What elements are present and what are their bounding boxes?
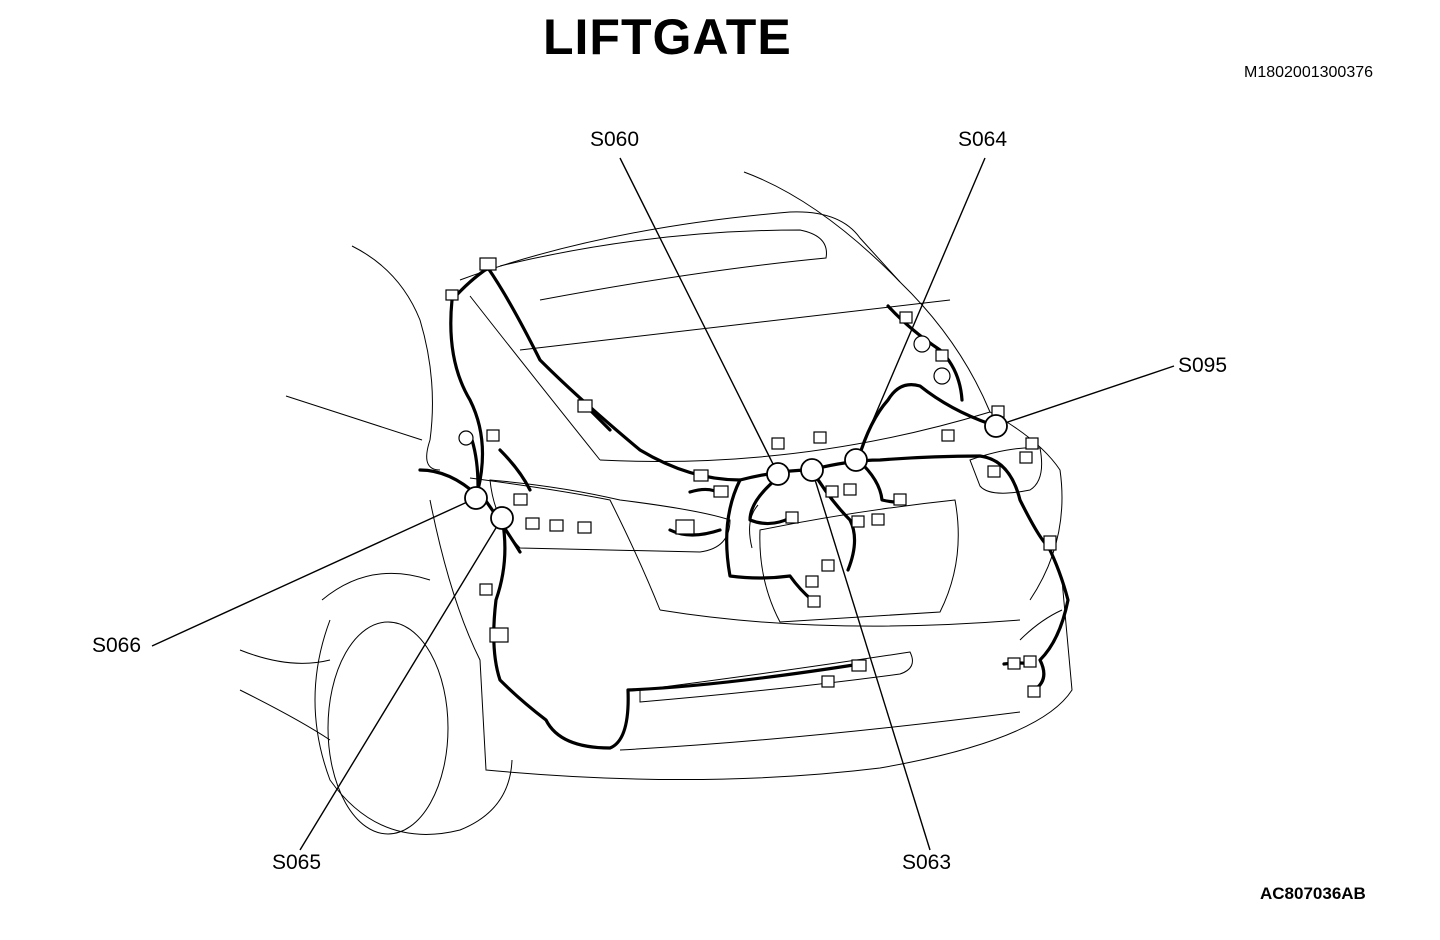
leader-line-s066 [151, 497, 477, 647]
connector [987, 465, 1001, 478]
connector [785, 511, 799, 524]
connector [549, 519, 564, 532]
connector [821, 559, 835, 572]
connector [821, 675, 835, 688]
figure-id: AC807036AB [1260, 884, 1366, 903]
splice-marker-s066 [464, 486, 488, 510]
connector [479, 257, 497, 271]
connector [771, 437, 785, 450]
connector [1019, 451, 1033, 464]
connector [933, 367, 951, 385]
connector [1027, 685, 1041, 698]
splice-label-s066: S066 [92, 634, 142, 657]
connector [807, 595, 821, 608]
vehicle-body-outline [239, 171, 1073, 835]
splice-marker-s095 [984, 414, 1008, 438]
splice-marker-s063 [800, 458, 824, 482]
connector [1023, 655, 1037, 668]
leader-line-s064 [855, 157, 986, 461]
connector [899, 311, 913, 324]
splice-label-s063: S063 [902, 851, 952, 874]
connector [805, 575, 819, 588]
connector [513, 493, 528, 506]
leader-line-s095 [995, 365, 1175, 427]
leader-line-s060 [619, 157, 779, 475]
connectors [445, 257, 1057, 698]
connector [675, 519, 695, 535]
connector [825, 485, 839, 498]
splice-marker-s060 [766, 462, 790, 486]
connector [479, 583, 493, 596]
connector [843, 483, 857, 496]
connector [1043, 535, 1057, 551]
connector [913, 335, 931, 353]
connector [577, 521, 592, 534]
document-id: M1802001300376 [1244, 64, 1374, 81]
splice-label-s065: S065 [272, 851, 322, 874]
splice-label-s095: S095 [1178, 354, 1228, 377]
connector [693, 469, 709, 482]
connector [851, 659, 867, 672]
connector [1025, 437, 1039, 450]
connector [489, 627, 509, 643]
connector [893, 493, 907, 506]
connector [577, 399, 593, 413]
connector [486, 429, 500, 442]
page-title: LIFTGATE [543, 9, 792, 65]
leader-line-s063 [811, 469, 931, 851]
connector [935, 349, 949, 362]
connector [813, 431, 827, 444]
leader-lines [151, 157, 1175, 851]
connector [445, 289, 459, 301]
leader-line-s065 [299, 517, 503, 851]
connector [1007, 657, 1021, 670]
connector [525, 517, 540, 530]
splice-marker-s065 [490, 506, 514, 530]
connector [458, 430, 474, 446]
splice-markers [464, 414, 1008, 530]
splice-marker-s064 [844, 448, 868, 472]
connector [941, 429, 955, 442]
splice-label-s064: S064 [958, 128, 1008, 151]
connector [871, 513, 885, 526]
splice-label-s060: S060 [590, 128, 640, 151]
connector [851, 515, 865, 528]
connector [713, 485, 729, 498]
